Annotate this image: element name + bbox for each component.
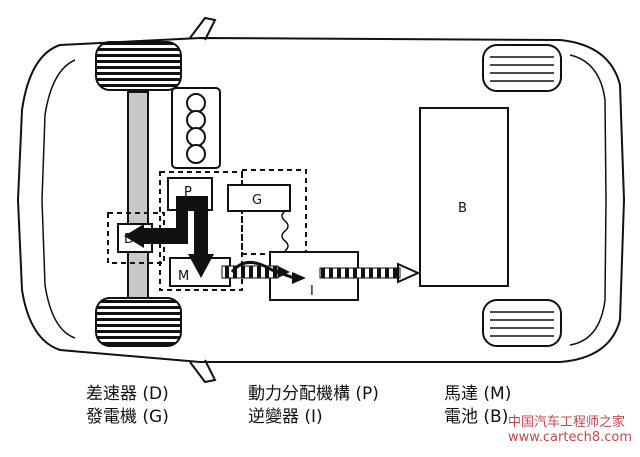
battery-label: B [458,201,467,216]
engine-cylinders [186,93,206,164]
motor-label: M [178,269,189,284]
battery-box [419,107,509,287]
rear-right-wheel-tread [490,311,554,337]
battery-power-flow-arrow [319,262,421,284]
rear-left-wheel-tread [490,56,554,82]
rear-left-wheel [482,44,562,92]
legend-inverter: 逆變器 (I) [248,407,323,427]
legend-generator: 發電機 (G) [86,407,169,427]
generator-box [227,184,291,212]
front-axle [127,91,149,303]
legend-motor: 馬達 (M) [444,384,512,404]
legend-differential: 差速器 (D) [86,384,169,404]
front-left-wheel [95,41,182,91]
car-body [16,16,626,384]
watermark: 中国汽车工程师之家 www.cartech8.com [508,411,632,445]
legend-power-split: 動力分配機構 (P) [248,384,379,404]
transaxle-outline [159,171,243,291]
inverter-label: I [310,284,314,299]
front-right-wheel [95,297,182,347]
legend-battery: 電池 (B) [444,407,509,427]
rear-right-wheel [482,299,562,347]
power-split-label: P [184,185,192,200]
engine-power-flow-arrow [124,196,214,278]
generator-inverter-wire [281,210,289,252]
watermark-site-name: 中国汽车工程师之家 [508,415,626,430]
watermark-url: www.cartech8.com [508,430,632,445]
generator-label: G [252,193,262,208]
differential-label: D [124,232,134,247]
motor-power-flow-arrow [221,261,306,284]
